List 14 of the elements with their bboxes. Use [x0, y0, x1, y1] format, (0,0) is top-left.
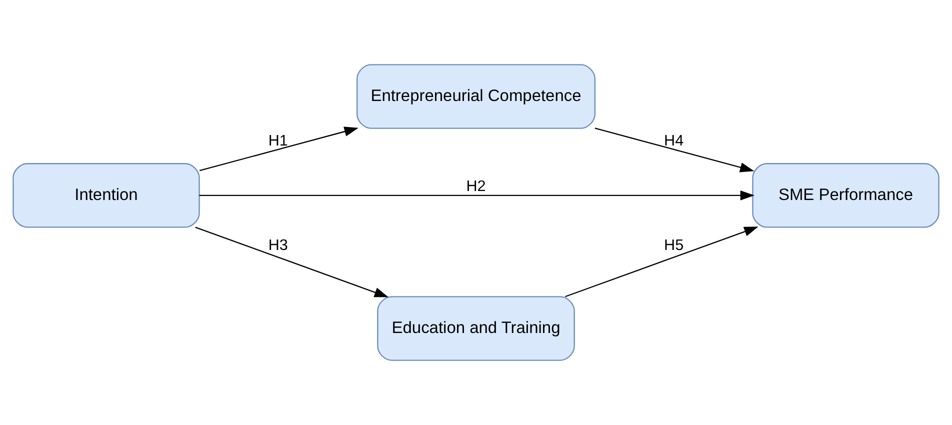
- edge-label: H2: [466, 178, 486, 196]
- edge-label: H1: [268, 132, 288, 150]
- edge-label: H4: [664, 132, 684, 150]
- arrow: [594, 128, 754, 172]
- node-box: Education and Training: [377, 296, 575, 361]
- arrow: [200, 126, 358, 172]
- arrow: [195, 226, 389, 298]
- arrow: [564, 226, 758, 298]
- node-box: Entrepreneurial Competence: [356, 64, 596, 129]
- node-box: Intention: [12, 163, 200, 228]
- edge-label: H5: [664, 237, 684, 254]
- edge-label: H3: [268, 237, 288, 254]
- arrow: [199, 190, 754, 200]
- node-box: SME Performance: [752, 163, 940, 228]
